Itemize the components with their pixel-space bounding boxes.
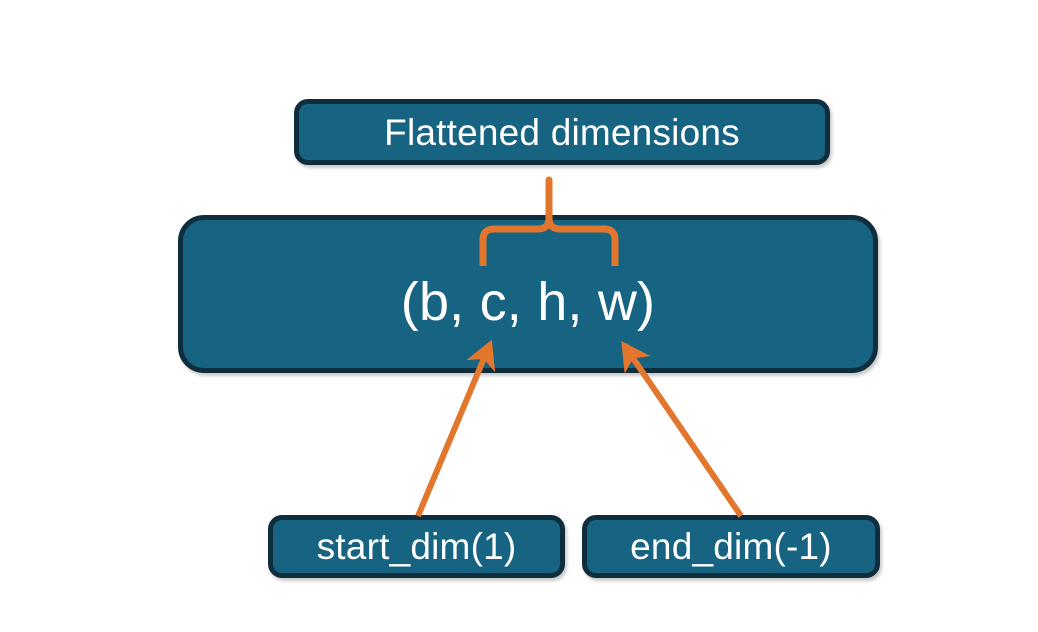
node-tensor-shape-label: (b, c, h, w) (400, 272, 656, 332)
node-flattened-dimensions[interactable]: Flattened dimensions (294, 99, 830, 165)
node-flattened-dimensions-label: Flattened dimensions (384, 111, 740, 153)
node-end-dim[interactable]: end_dim(-1) (582, 515, 880, 578)
node-tensor-shape[interactable]: (b, c, h, w) (178, 215, 878, 373)
node-start-dim[interactable]: start_dim(1) (268, 515, 565, 578)
node-end-dim-label: end_dim(-1) (630, 526, 832, 567)
node-start-dim-label: start_dim(1) (316, 526, 517, 567)
